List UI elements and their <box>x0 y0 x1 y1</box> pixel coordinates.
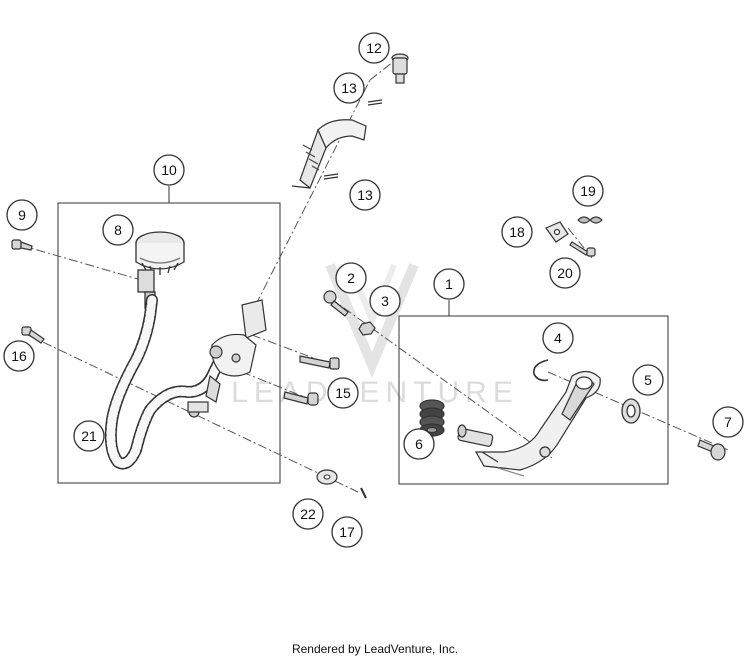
callout-label: 4 <box>554 330 562 346</box>
screw-part-20 <box>569 241 596 257</box>
callout-19: 19 <box>572 175 604 207</box>
callout-4: 4 <box>542 322 574 354</box>
callout-label: 6 <box>415 436 423 452</box>
callout-9: 9 <box>6 199 38 231</box>
pin-part-17 <box>360 487 367 499</box>
callout-label: 19 <box>580 183 596 199</box>
screw-part-16 <box>21 326 45 344</box>
callout-17: 17 <box>331 516 363 548</box>
bracket-part <box>545 221 569 243</box>
callout-label: 12 <box>366 40 382 56</box>
callout-12: 12 <box>358 32 390 64</box>
screw-part-9 <box>11 239 33 251</box>
callout-16: 16 <box>3 340 35 372</box>
bleed-screw-part <box>391 53 409 84</box>
callout-13-top: 13 <box>333 72 365 104</box>
hose-fitting-part <box>291 119 367 189</box>
callout-label: 16 <box>11 348 27 364</box>
callout-8: 8 <box>102 214 134 246</box>
bolt-part-upper <box>299 355 340 370</box>
callout-label: 20 <box>557 265 573 281</box>
watermark: LEADVENTURE <box>231 263 519 409</box>
washer-part-top <box>367 99 383 106</box>
callout-label: 18 <box>509 224 525 240</box>
assembly-lines <box>19 57 729 493</box>
master-cylinder-part <box>187 299 267 418</box>
callout-1: 1 <box>433 268 465 316</box>
nut-part-3 <box>358 321 376 336</box>
callout-label: 13 <box>357 187 373 203</box>
callout-label: 5 <box>644 372 652 388</box>
callout-2: 2 <box>335 262 367 294</box>
hose-part <box>104 294 228 470</box>
circlip-part <box>532 359 549 382</box>
group-box-1 <box>398 315 669 485</box>
callout-6: 6 <box>403 428 435 460</box>
callout-label: 22 <box>300 506 316 522</box>
callout-label: 17 <box>339 524 355 540</box>
screw-part-7 <box>697 439 726 461</box>
callout-7: 7 <box>712 406 744 438</box>
watermark-text: LEADVENTURE <box>231 376 519 409</box>
footer-credit: Rendered by LeadVenture, Inc. <box>291 642 459 656</box>
callout-label: 15 <box>335 385 351 401</box>
push-rod-part <box>457 424 494 447</box>
callout-10: 10 <box>153 154 185 203</box>
callout-label: 9 <box>18 207 26 223</box>
callout-label: 8 <box>114 222 122 238</box>
callout-label: 13 <box>341 80 357 96</box>
callout-21: 21 <box>73 420 105 452</box>
washer-part-mid <box>323 173 339 180</box>
callout-label: 21 <box>81 428 97 444</box>
callout-label: 7 <box>724 414 732 430</box>
bushing-part <box>621 398 641 424</box>
spring-part <box>419 399 445 437</box>
callout-label: 1 <box>445 276 453 292</box>
brake-lever-part <box>474 370 601 477</box>
reservoir-part <box>135 231 185 309</box>
callout-label: 2 <box>347 270 355 286</box>
callout-label: 3 <box>381 293 389 309</box>
callout-18: 18 <box>501 216 533 248</box>
callout-label: 10 <box>161 162 177 178</box>
callout-5: 5 <box>632 364 664 396</box>
callout-13-mid: 13 <box>349 179 381 211</box>
clip-part <box>577 216 603 224</box>
callout-22: 22 <box>292 498 324 530</box>
callout-3: 3 <box>369 285 401 317</box>
bolt-part-2 <box>323 290 349 317</box>
callout-20: 20 <box>549 257 581 289</box>
callout-15: 15 <box>327 377 359 409</box>
bolt-part-lower <box>283 391 319 406</box>
